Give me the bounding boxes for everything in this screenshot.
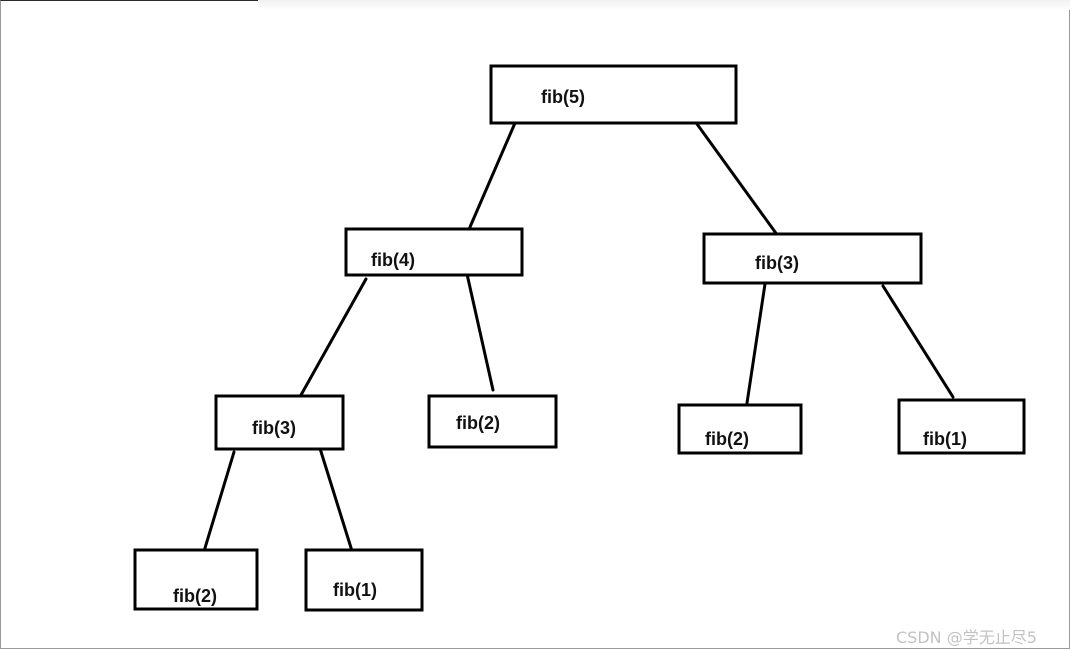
edge-fib5-fib4 xyxy=(468,121,517,229)
node-fib2-bottom: fib(2) xyxy=(133,548,259,611)
edge-fib4-fib3 xyxy=(299,277,368,397)
node-label: fib(2) xyxy=(173,586,217,606)
node-label: fib(1) xyxy=(333,580,377,600)
edge-fib3-fib2 xyxy=(745,282,767,405)
watermark: CSDN @学无止尽5 xyxy=(896,628,1037,647)
node-fib2-right: fib(2) xyxy=(677,403,803,455)
top-shadow xyxy=(258,0,1070,10)
edge-fib5-fib3 xyxy=(695,122,780,238)
node-fib2-mid: fib(2) xyxy=(427,394,558,449)
node-fib1-bottom: fib(1) xyxy=(304,548,424,612)
node-fib5: fib(5) xyxy=(489,64,738,125)
edges xyxy=(203,121,955,553)
node-label: fib(3) xyxy=(252,418,296,438)
node-fib3-right: fib(3) xyxy=(702,232,923,285)
node-label: fib(3) xyxy=(755,253,799,273)
node-label: fib(4) xyxy=(371,250,415,270)
edge-fib3-fib1 xyxy=(881,284,955,399)
node-fib1-right: fib(1) xyxy=(897,398,1026,455)
node-fib3-left: fib(3) xyxy=(214,394,345,451)
edge-fib3-fib1-lower xyxy=(316,440,354,553)
node-fib4: fib(4) xyxy=(344,227,524,277)
node-label: fib(2) xyxy=(456,413,500,433)
edge-fib3-fib2-lower xyxy=(203,450,236,550)
node-label: fib(5) xyxy=(541,87,585,107)
node-label: fib(1) xyxy=(923,429,967,449)
edge-fib4-fib2 xyxy=(465,272,495,392)
node-label: fib(2) xyxy=(705,429,749,449)
